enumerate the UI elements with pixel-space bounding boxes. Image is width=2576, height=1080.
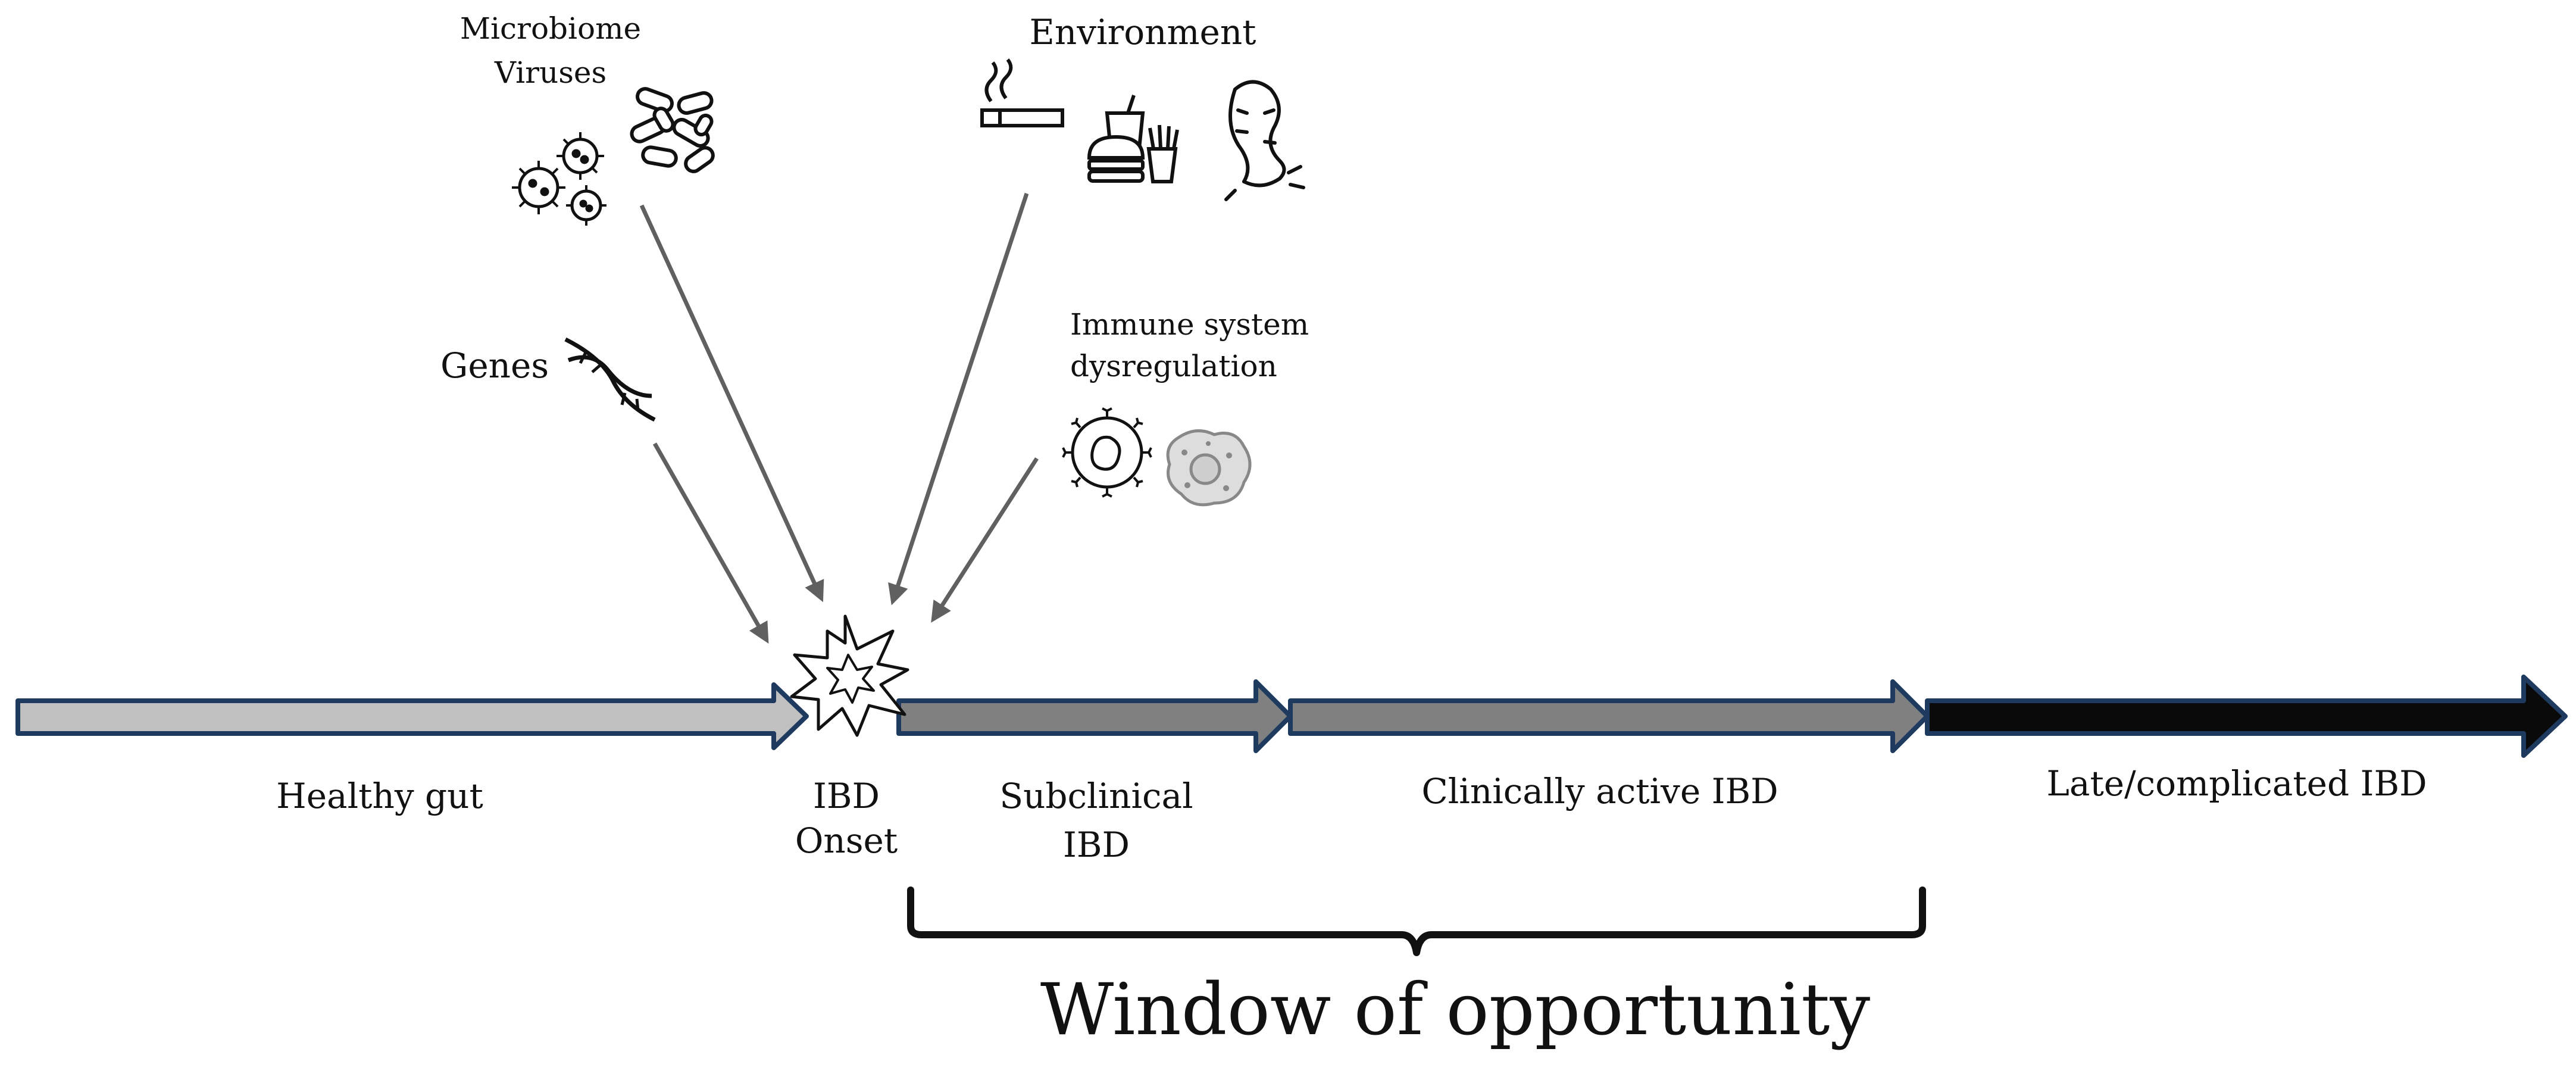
window-of-opportunity-label: Window of opportunity [1040, 969, 1871, 1051]
explosion-icon [790, 614, 909, 737]
immune-cell-icon [1062, 407, 1152, 498]
environment-pointer [888, 192, 1029, 605]
microbiome-pointer [639, 204, 824, 603]
bacteria-icon [630, 87, 715, 173]
fast-food-icon [1087, 95, 1179, 183]
ibd-onset-label-line1: IBD [812, 776, 880, 816]
genes-label: Genes [440, 345, 549, 386]
healthy-gut-label: Healthy gut [276, 776, 483, 816]
dna-icon [564, 337, 656, 422]
clinically-active-arrow [1288, 679, 1930, 753]
microbiome-label: Microbiome [459, 11, 642, 46]
late-complicated-label: Late/complicated IBD [2046, 763, 2427, 804]
virus-cluster-icon [512, 132, 607, 226]
late-complicated-arrow [1925, 675, 2568, 758]
cigarette-icon [980, 58, 1064, 127]
viruses-label: Viruses [494, 55, 607, 90]
immune-pointer [931, 457, 1039, 623]
clinically-active-label: Clinically active IBD [1421, 771, 1778, 811]
subclinical-label-line1: Subclinical [999, 776, 1193, 816]
macrophage-icon [1166, 429, 1252, 507]
healthy-gut-arrow [15, 682, 809, 750]
subclinical-arrow [896, 679, 1293, 753]
genes-pointer [652, 442, 769, 644]
ibd-onset-label-line2: Onset [795, 820, 898, 861]
environment-label: Environment [1029, 12, 1256, 52]
subclinical-label-line2: IBD [1062, 825, 1130, 865]
colon-icon [1224, 80, 1305, 201]
immune-label-line2: dysregulation [1070, 349, 1277, 383]
immune-label-line1: Immune system [1070, 307, 1309, 342]
window-bracket [907, 887, 1926, 956]
